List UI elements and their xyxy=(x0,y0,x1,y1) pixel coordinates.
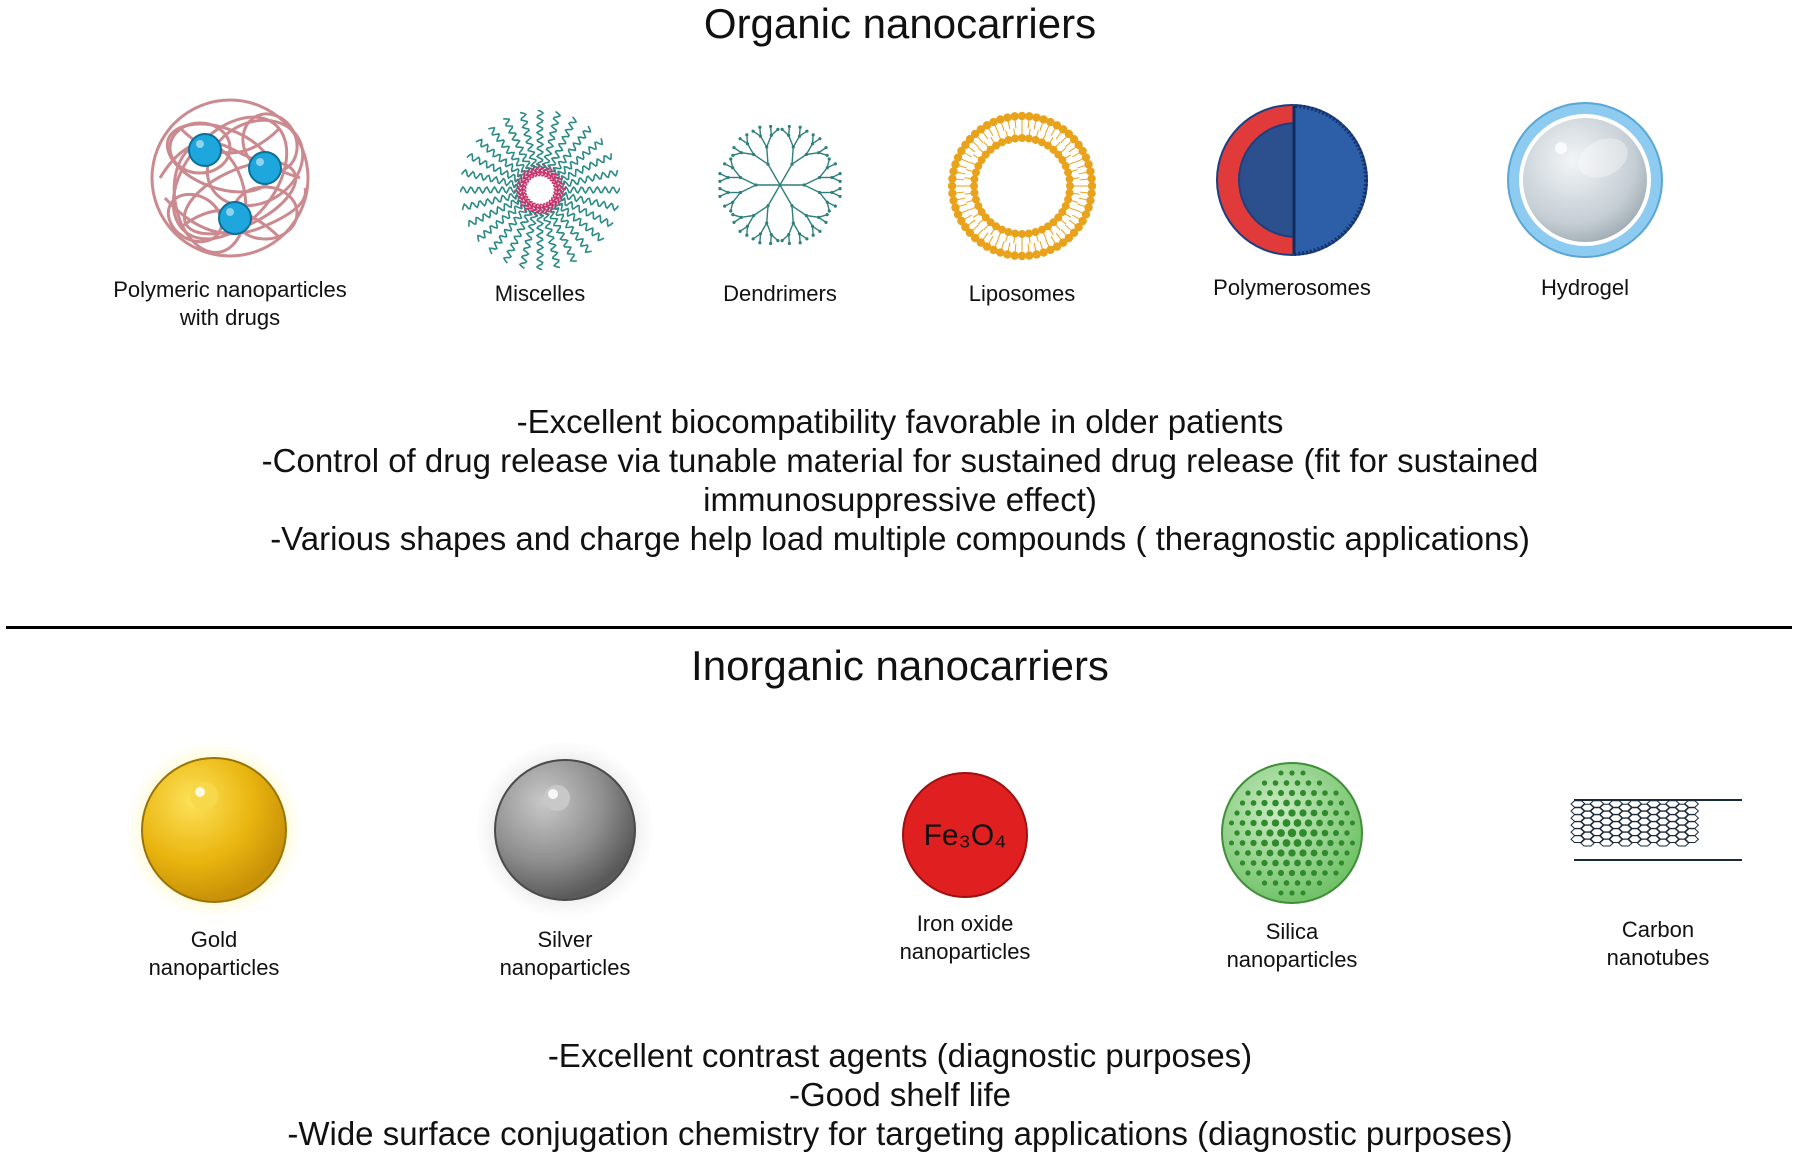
inorganic-item-gold: Gold nanoparticles xyxy=(64,740,364,982)
item-label: Liposomes xyxy=(968,281,1076,306)
item-label: Silica nanoparticles xyxy=(1226,919,1358,972)
item-label: Gold nanoparticles xyxy=(148,927,280,980)
silver-nanoparticle-icon xyxy=(477,742,653,918)
item-label: Carbon nanotubes xyxy=(1606,917,1710,970)
inorganic-item-silica: Silica nanoparticles xyxy=(1142,758,1442,974)
item-label: Polymeric nanoparticles with drugs xyxy=(113,277,347,330)
inorganic-note: -Wide surface conjugation chemistry for … xyxy=(287,1115,1513,1152)
inorganic-note: -Excellent contrast agents (diagnostic p… xyxy=(547,1037,1253,1074)
item-label: Iron oxide nanoparticles xyxy=(899,911,1031,964)
polymeric-nanoparticle-icon xyxy=(150,98,310,258)
section-divider xyxy=(6,626,1792,629)
carbon-nanotube-icon xyxy=(1570,799,1742,861)
polymersome-icon xyxy=(1216,104,1368,256)
micelle-icon xyxy=(460,110,620,270)
inorganic-title: Inorganic nanocarriers xyxy=(691,642,1109,689)
hydrogel-icon xyxy=(1507,102,1663,258)
item-label: Polymerosomes xyxy=(1213,275,1371,300)
dendrimer-icon xyxy=(718,124,842,246)
gold-nanoparticle-icon xyxy=(126,742,302,918)
item-label: Dendrimers xyxy=(723,281,837,306)
inorganic-item-silver: Silver nanoparticles xyxy=(415,740,715,982)
organic-item-polymeric: Polymeric nanoparticles with drugs xyxy=(80,88,380,332)
iron-oxide-formula: Fe₃O₄ xyxy=(924,819,1007,852)
iron-oxide-nanoparticle-icon: Fe₃O₄ xyxy=(902,772,1028,898)
inorganic-note: -Good shelf life xyxy=(789,1076,1011,1113)
organic-notes: -Excellent biocompatibility favorable in… xyxy=(0,402,1800,558)
organic-note: -Excellent biocompatibility favorable in… xyxy=(516,403,1284,440)
silica-nanoparticle-icon xyxy=(1221,762,1363,904)
inorganic-item-carbon: Carbon nanotubes xyxy=(1508,790,1800,972)
item-label: Silver nanoparticles xyxy=(499,927,631,980)
organic-item-dendrimers: Dendrimers xyxy=(630,100,930,308)
liposome-icon xyxy=(947,111,1097,261)
organic-item-polymerosomes: Polymerosomes xyxy=(1142,100,1442,302)
organic-item-liposomes: Liposomes xyxy=(872,108,1172,308)
item-label: Miscelles xyxy=(494,281,586,306)
organic-note: -Various shapes and charge help load mul… xyxy=(270,520,1530,557)
organic-title: Organic nanocarriers xyxy=(703,0,1097,47)
inorganic-item-iron-oxide: Fe₃O₄ Iron oxide nanoparticles xyxy=(815,770,1115,966)
organic-item-hydrogel: Hydrogel xyxy=(1435,100,1735,302)
inorganic-notes: -Excellent contrast agents (diagnostic p… xyxy=(0,1036,1800,1153)
organic-note: -Control of drug release via tunable mat… xyxy=(261,442,1539,518)
item-label: Hydrogel xyxy=(1540,275,1630,300)
organic-item-micelles: Miscelles xyxy=(390,110,690,308)
